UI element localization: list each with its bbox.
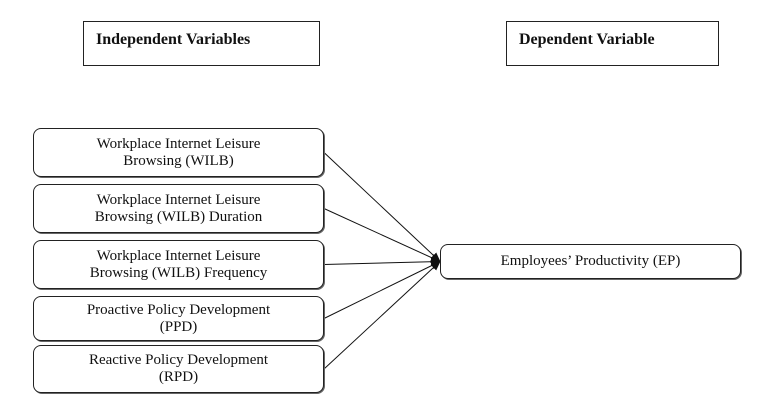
node-rpd: Reactive Policy Development (RPD): [33, 345, 324, 393]
dependent-variable-header: Dependent Variable: [506, 21, 719, 66]
arrow-n4-to-target: [323, 261, 441, 319]
arrow-n3-to-target: [323, 257, 441, 266]
node-ppd: Proactive Policy Development (PPD): [33, 296, 324, 341]
arrow-n2-to-target: [323, 208, 441, 262]
independent-variables-header: Independent Variables: [83, 21, 320, 66]
node-wilb-line2: Browsing (WILB): [123, 152, 234, 169]
node-wilb-frequency-line2: Browsing (WILB) Frequency: [89, 264, 268, 281]
node-wilb-duration-line2: Browsing (WILB) Duration: [94, 208, 263, 225]
node-wilb-duration: Workplace Internet Leisure Browsing (WIL…: [33, 184, 324, 233]
node-ppd-line1: Proactive Policy Development: [86, 301, 271, 318]
node-employees-productivity-label: Employees’ Productivity (EP): [500, 253, 681, 269]
node-rpd-line2: (RPD): [158, 369, 199, 385]
node-wilb-frequency-line1: Workplace Internet Leisure: [96, 247, 261, 264]
node-wilb-frequency: Workplace Internet Leisure Browsing (WIL…: [33, 240, 324, 289]
node-rpd-line1: Reactive Policy Development: [88, 352, 269, 368]
node-ppd-line2: (PPD): [159, 318, 198, 335]
independent-variables-title: Independent Variables: [96, 31, 251, 48]
arrow-n5-to-target: [323, 260, 441, 370]
node-wilb: Workplace Internet Leisure Browsing (WIL…: [33, 128, 324, 177]
node-wilb-duration-line1: Workplace Internet Leisure: [96, 191, 261, 208]
dependent-variable-title: Dependent Variable: [519, 31, 655, 48]
node-employees-productivity: Employees’ Productivity (EP): [440, 244, 741, 279]
node-wilb-line1: Workplace Internet Leisure: [96, 135, 261, 152]
arrow-n1-to-target: [323, 152, 441, 263]
